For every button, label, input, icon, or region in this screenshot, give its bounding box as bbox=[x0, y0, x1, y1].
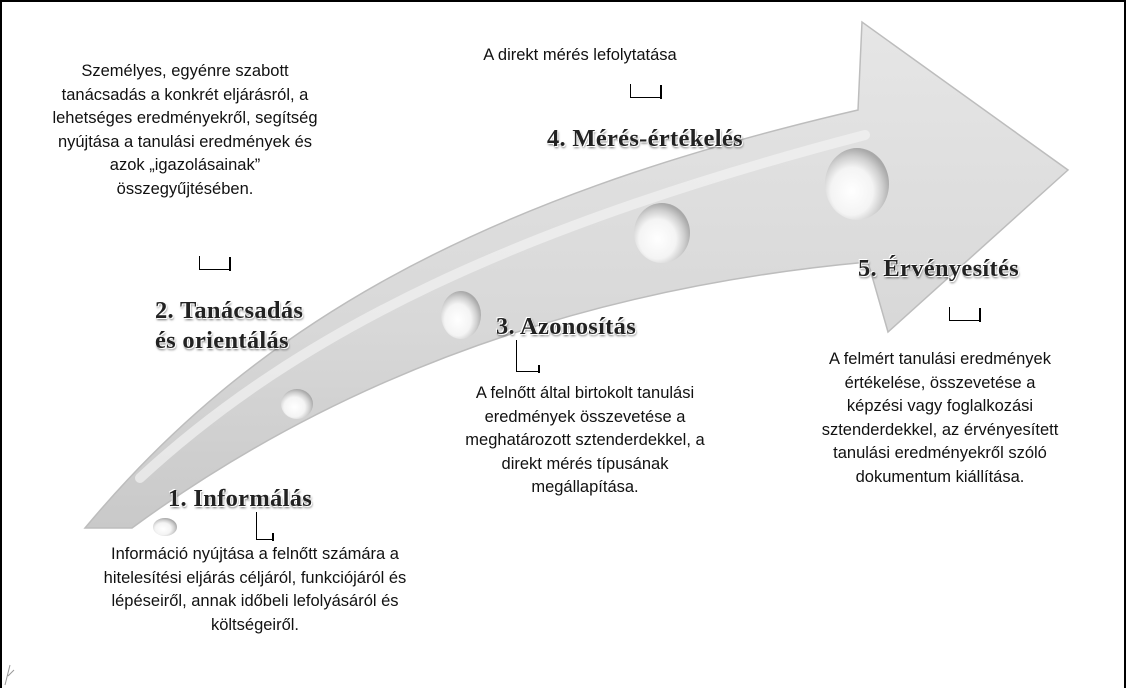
step-3-description: A felnőtt által birtokolt tanulási eredm… bbox=[430, 382, 740, 500]
text-line: A felmért tanulási eredmények bbox=[829, 350, 1051, 368]
text-line: lehetséges eredményekről, segítség bbox=[52, 109, 318, 127]
text-line: tanácsadás a konkrét eljárásról, a bbox=[61, 85, 309, 104]
text-line: A direkt mérés lefolytatása bbox=[483, 46, 677, 64]
text-line: sztenderdekkel, az érvényesített bbox=[821, 420, 1059, 439]
corner-mark bbox=[4, 664, 15, 686]
step-2-connector bbox=[199, 256, 231, 271]
text-line: értékelése, összevetése a bbox=[844, 373, 1036, 392]
bead-3 bbox=[441, 291, 481, 339]
text-line: összegyűjtésében. bbox=[116, 179, 254, 198]
bead-1 bbox=[153, 518, 177, 536]
step-4-title: 4. Mérés-értékelés bbox=[547, 125, 743, 152]
arrow-highlight bbox=[135, 130, 870, 483]
step-2-title-line1: 2. Tanácsadás bbox=[155, 297, 304, 324]
text-line: Információ nyújtása a felnőtt számára a bbox=[111, 545, 399, 563]
text-line: hitelesítési eljárás céljáról, funkciójá… bbox=[103, 568, 407, 587]
text-line: meghatározott sztenderdekkel, a bbox=[465, 431, 705, 449]
text-line: megállapítása. bbox=[531, 478, 639, 496]
text-line: lépéseiről, annak időbeli lefolyásáról é… bbox=[111, 592, 399, 610]
step-4-connector bbox=[630, 84, 662, 99]
text-line: eredmények összevetése a bbox=[484, 407, 686, 426]
step-2-title: 2. Tanácsadás és orientálás bbox=[155, 296, 303, 356]
step-1-connector bbox=[256, 512, 274, 541]
step-3-title: 3. Azonosítás bbox=[496, 313, 637, 340]
step-5-connector bbox=[949, 307, 981, 322]
step-5-description: A felmért tanulási eredmények értékelése… bbox=[780, 348, 1100, 489]
bead-5 bbox=[825, 148, 889, 220]
text-line: dokumentum kiállítása. bbox=[855, 467, 1025, 486]
bead-4 bbox=[634, 203, 690, 263]
text-line: képzési vagy foglalkozási bbox=[846, 397, 1034, 415]
text-line: Személyes, egyénre szabott bbox=[81, 62, 289, 80]
step-2-description: Személyes, egyénre szabott tanácsadás a … bbox=[35, 60, 335, 201]
text-line: tanulási eredményekről szóló bbox=[833, 444, 1047, 462]
text-line: azok „igazolásainak” bbox=[109, 156, 261, 174]
text-line: költségeiről. bbox=[210, 615, 300, 634]
step-1-title: 1. Informálás bbox=[168, 485, 313, 512]
text-line: nyújtása a tanulási eredmények és bbox=[57, 132, 313, 151]
bead-2 bbox=[281, 389, 313, 419]
text-line: A felnőtt által birtokolt tanulási bbox=[475, 384, 695, 402]
step-4-description: A direkt mérés lefolytatása bbox=[430, 44, 730, 68]
text-line: direkt mérés típusának bbox=[501, 454, 669, 473]
step-1-description: Információ nyújtása a felnőtt számára a … bbox=[50, 543, 460, 637]
step-5-title: 5. Érvényesítés bbox=[858, 255, 1019, 282]
step-2-title-line2: és orientálás bbox=[155, 327, 289, 354]
step-3-connector bbox=[516, 340, 540, 373]
